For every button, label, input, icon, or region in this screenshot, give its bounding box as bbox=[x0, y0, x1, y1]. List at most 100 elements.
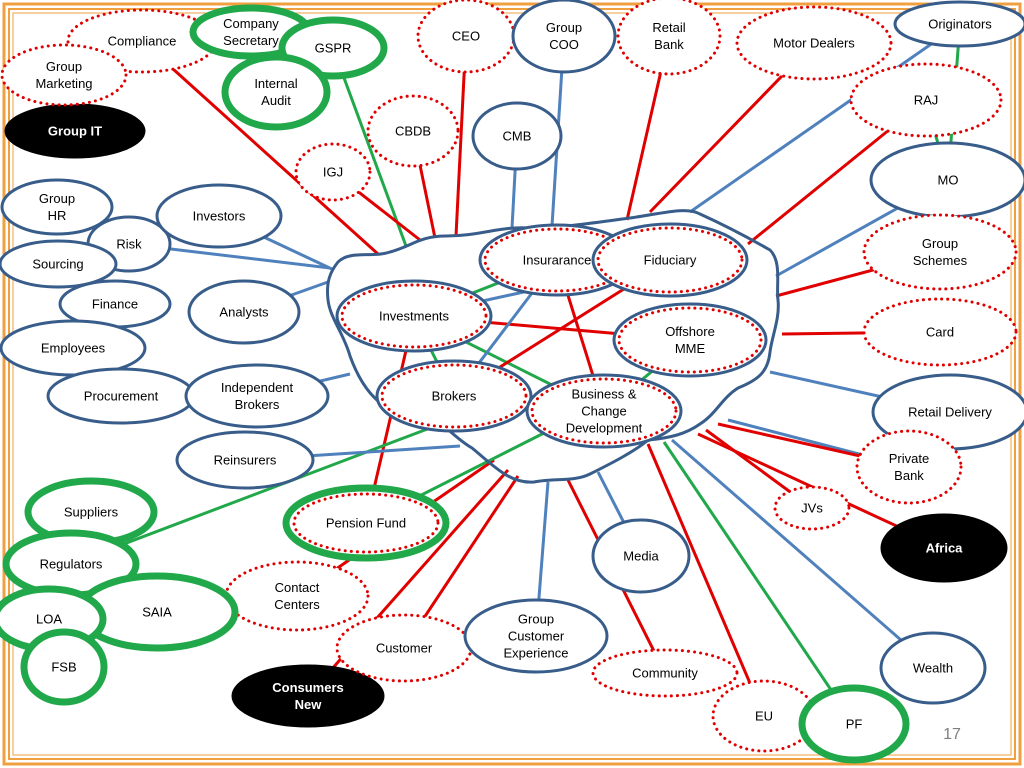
node-label: RAJ bbox=[914, 93, 939, 108]
node-label: Employees bbox=[41, 341, 106, 356]
node-label: CBDB bbox=[395, 124, 431, 139]
node-label: Analysts bbox=[219, 305, 269, 320]
node-label: Africa bbox=[926, 541, 964, 556]
node-label-line: Risk bbox=[116, 237, 142, 252]
node-employees: Employees bbox=[0, 319, 147, 377]
node-label-line: Retail Delivery bbox=[908, 405, 992, 420]
node-outline bbox=[855, 429, 963, 505]
node-outline bbox=[616, 0, 722, 76]
node-label: MO bbox=[938, 173, 959, 188]
node-label-line: Group bbox=[922, 236, 958, 251]
node-label: Card bbox=[926, 325, 954, 340]
node-label-line: Experience bbox=[503, 646, 568, 661]
node-label-line: RAJ bbox=[914, 93, 939, 108]
edge-eu-blob_bottom_c bbox=[646, 443, 766, 717]
node-outline bbox=[187, 279, 301, 345]
node-outline bbox=[463, 598, 609, 674]
edge-originators-blob_top_i bbox=[689, 22, 961, 214]
node-fsb: FSB bbox=[20, 628, 108, 706]
node-outline bbox=[471, 101, 563, 171]
node-label-line: Group bbox=[39, 191, 75, 206]
node-label-line: Investments bbox=[379, 309, 450, 324]
node-label: EU bbox=[755, 709, 773, 724]
node-outline bbox=[591, 222, 749, 298]
node-outline bbox=[366, 94, 460, 168]
node-label: Insurarance bbox=[523, 253, 592, 268]
node-label-line: Change bbox=[581, 404, 627, 419]
edge-pf-blob_bottom_b bbox=[662, 441, 856, 725]
node-outline bbox=[292, 492, 440, 554]
node-label: Brokers bbox=[432, 389, 477, 404]
node-label-line: CEO bbox=[452, 29, 480, 44]
node-label: CMB bbox=[503, 129, 532, 144]
node-outline bbox=[375, 359, 533, 433]
node-label-line: Group IT bbox=[48, 124, 102, 139]
node-label-line: New bbox=[295, 697, 323, 712]
node-outline bbox=[294, 142, 372, 202]
node-outline bbox=[862, 297, 1018, 367]
node-originators: Originators bbox=[893, 0, 1024, 48]
node-label-line: COO bbox=[549, 37, 579, 52]
node-label: Regulators bbox=[40, 557, 103, 572]
node-wealth: Wealth bbox=[879, 631, 987, 705]
node-label: Compliance bbox=[108, 34, 177, 49]
node-customer: Customer bbox=[335, 613, 473, 683]
node-label-line: Finance bbox=[92, 297, 138, 312]
node-label-line: HR bbox=[48, 208, 67, 223]
node-label-line: Card bbox=[926, 325, 954, 340]
node-label-line: Business & bbox=[571, 387, 636, 402]
node-label-line: Internal bbox=[254, 76, 297, 91]
node-card: Card bbox=[862, 297, 1018, 367]
node-label-line: IGJ bbox=[323, 165, 343, 180]
node-pension-fund: Pension Fund bbox=[282, 484, 450, 562]
node-label: Sourcing bbox=[32, 257, 83, 272]
node-label-line: Motor Dealers bbox=[773, 36, 855, 51]
node-cmb: CMB bbox=[471, 101, 563, 171]
page-number: 17 bbox=[943, 726, 961, 743]
node-label-line: Centers bbox=[274, 597, 320, 612]
node-label-line: Independent bbox=[221, 380, 294, 395]
node-label-line: SAIA bbox=[142, 605, 172, 620]
node-label: LOA bbox=[36, 612, 62, 627]
node-label-line: Bank bbox=[894, 468, 924, 483]
node-label-line: Retail bbox=[652, 20, 685, 35]
node-label-line: Schemes bbox=[913, 253, 968, 268]
node-finance: Finance bbox=[58, 279, 172, 329]
node-outline bbox=[591, 648, 739, 698]
node-outline bbox=[0, 239, 118, 289]
edge-wealth-blob_bottom_a bbox=[671, 438, 934, 670]
node-label-line: Group bbox=[546, 20, 582, 35]
node-label: Motor Dealers bbox=[773, 36, 855, 51]
node-label-line: PF bbox=[846, 717, 863, 732]
node-label: Fiduciary bbox=[644, 253, 697, 268]
node-investments: Investments bbox=[335, 279, 493, 353]
node-label-line: Consumers bbox=[272, 680, 344, 695]
node-label-line: Audit bbox=[261, 93, 291, 108]
node-label-line: Sourcing bbox=[32, 257, 83, 272]
node-label-line: Media bbox=[623, 549, 659, 564]
node-label: Community bbox=[632, 666, 698, 681]
node-label-line: Regulators bbox=[40, 557, 103, 572]
node-label-line: Insurarance bbox=[523, 253, 592, 268]
node-label-line: Private bbox=[889, 451, 929, 466]
node-label: Wealth bbox=[913, 661, 953, 676]
node-outline bbox=[530, 377, 678, 445]
node-label-line: Procurement bbox=[84, 389, 159, 404]
node-label: CEO bbox=[452, 29, 480, 44]
node-label: Suppliers bbox=[64, 505, 119, 520]
node-pf: PF bbox=[798, 684, 910, 764]
node-label: Investors bbox=[193, 209, 246, 224]
node-label: Reinsurers bbox=[214, 453, 277, 468]
